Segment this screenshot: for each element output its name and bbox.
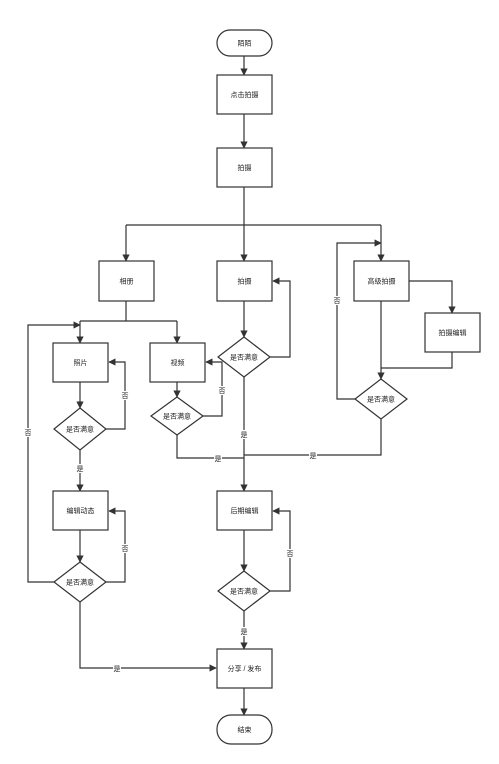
node-video: 视频: [149, 342, 206, 383]
svg-text:是: 是: [310, 452, 317, 460]
label-yes-video: 是: [214, 454, 222, 463]
label-no-edit-loop: 否: [121, 544, 129, 553]
node-adv-shoot: 高级拍摄: [353, 260, 410, 302]
svg-text:视频: 视频: [171, 358, 185, 367]
svg-text:照片: 照片: [74, 358, 88, 367]
node-album: 相册: [98, 260, 155, 302]
edge-album-split: [80, 301, 177, 322]
edge-satisfied-edit-no-back: [27, 321, 81, 583]
svg-text:是: 是: [114, 665, 121, 673]
node-post-edit: 后期编辑: [216, 490, 273, 531]
svg-text:否: 否: [334, 297, 341, 305]
svg-text:点击拍摄: 点击拍摄: [231, 90, 259, 99]
edge-labels: 否 是 否 是 是 否 是 否: [24, 296, 341, 673]
svg-text:相册: 相册: [120, 277, 134, 286]
label-no-edit-back: 否: [24, 428, 32, 437]
edge-adv-to-shoot-edit: [409, 280, 456, 314]
node-share: 分享 / 发布: [216, 648, 273, 689]
node-satisfied-video: 是否满意: [149, 396, 205, 436]
label-yes-post: 是: [240, 627, 248, 636]
svg-text:否: 否: [25, 429, 32, 437]
svg-text:拍摄编辑: 拍摄编辑: [439, 328, 467, 337]
node-edit-dynamic: 编辑动态: [52, 490, 109, 531]
nodes: 陌陌 点击拍摄 拍摄 相册 拍摄 高级拍摄 拍摄编辑 照片: [52, 29, 481, 745]
svg-text:分享 / 发布: 分享 / 发布: [228, 664, 262, 673]
label-yes-edit: 是: [113, 664, 121, 673]
svg-text:是: 是: [241, 628, 248, 636]
svg-text:否: 否: [219, 387, 226, 395]
label-no-post: 否: [286, 549, 294, 558]
svg-text:是否满意: 是否满意: [230, 587, 258, 596]
svg-text:否: 否: [122, 545, 129, 553]
svg-text:陌陌: 陌陌: [238, 39, 252, 48]
svg-text:后期编辑: 后期编辑: [231, 506, 259, 515]
label-no-photo: 否: [121, 391, 129, 400]
edge-satisfied-adv-no: [336, 239, 382, 400]
node-end: 结束: [216, 714, 273, 745]
svg-text:是否满意: 是否满意: [163, 412, 191, 421]
edge-satisfied-edit-yes: [79, 602, 217, 672]
svg-text:是否满意: 是否满意: [66, 578, 94, 587]
svg-text:是否满意: 是否满意: [66, 425, 94, 434]
node-shoot-edit: 拍摄编辑: [424, 312, 481, 353]
svg-text:是否满意: 是否满意: [230, 353, 258, 362]
svg-text:否: 否: [287, 550, 294, 558]
svg-text:是否满意: 是否满意: [367, 395, 395, 404]
node-start: 陌陌: [216, 29, 273, 57]
svg-text:高级拍摄: 高级拍摄: [368, 277, 396, 286]
node-shoot: 拍摄: [216, 260, 273, 302]
node-photo: 照片: [52, 342, 109, 383]
node-shoot-main: 拍摄: [216, 147, 273, 188]
node-satisfied-photo: 是否满意: [53, 407, 107, 451]
label-no-adv: 否: [333, 296, 341, 305]
node-satisfied-edit: 是否满意: [53, 561, 107, 603]
node-tap-shoot: 点击拍摄: [216, 74, 273, 115]
edge-satisfied-video-yes: [176, 435, 244, 459]
svg-text:拍摄: 拍摄: [238, 163, 252, 172]
node-satisfied-shoot: 是否满意: [217, 336, 271, 378]
label-yes-shoot: 是: [240, 430, 248, 439]
svg-text:拍摄: 拍摄: [238, 277, 252, 286]
svg-text:是: 是: [241, 431, 248, 439]
svg-text:编辑动态: 编辑动态: [67, 506, 95, 515]
node-satisfied-adv: 是否满意: [354, 378, 408, 420]
edge-satisfied-adv-yes: [244, 419, 382, 456]
edge-shoot-edit-to-satisfied: [381, 352, 453, 369]
label-no-video: 否: [218, 386, 226, 395]
edge-satisfied-shoot-no: [270, 277, 291, 358]
label-yes-adv: 是: [309, 451, 317, 460]
svg-text:否: 否: [122, 392, 129, 400]
svg-text:是: 是: [77, 465, 84, 473]
svg-text:结束: 结束: [238, 725, 252, 734]
edge-shoot-main-split: [126, 187, 381, 226]
node-satisfied-post: 是否满意: [217, 570, 271, 612]
label-yes-photo: 是: [76, 464, 84, 473]
svg-text:是: 是: [215, 455, 222, 463]
